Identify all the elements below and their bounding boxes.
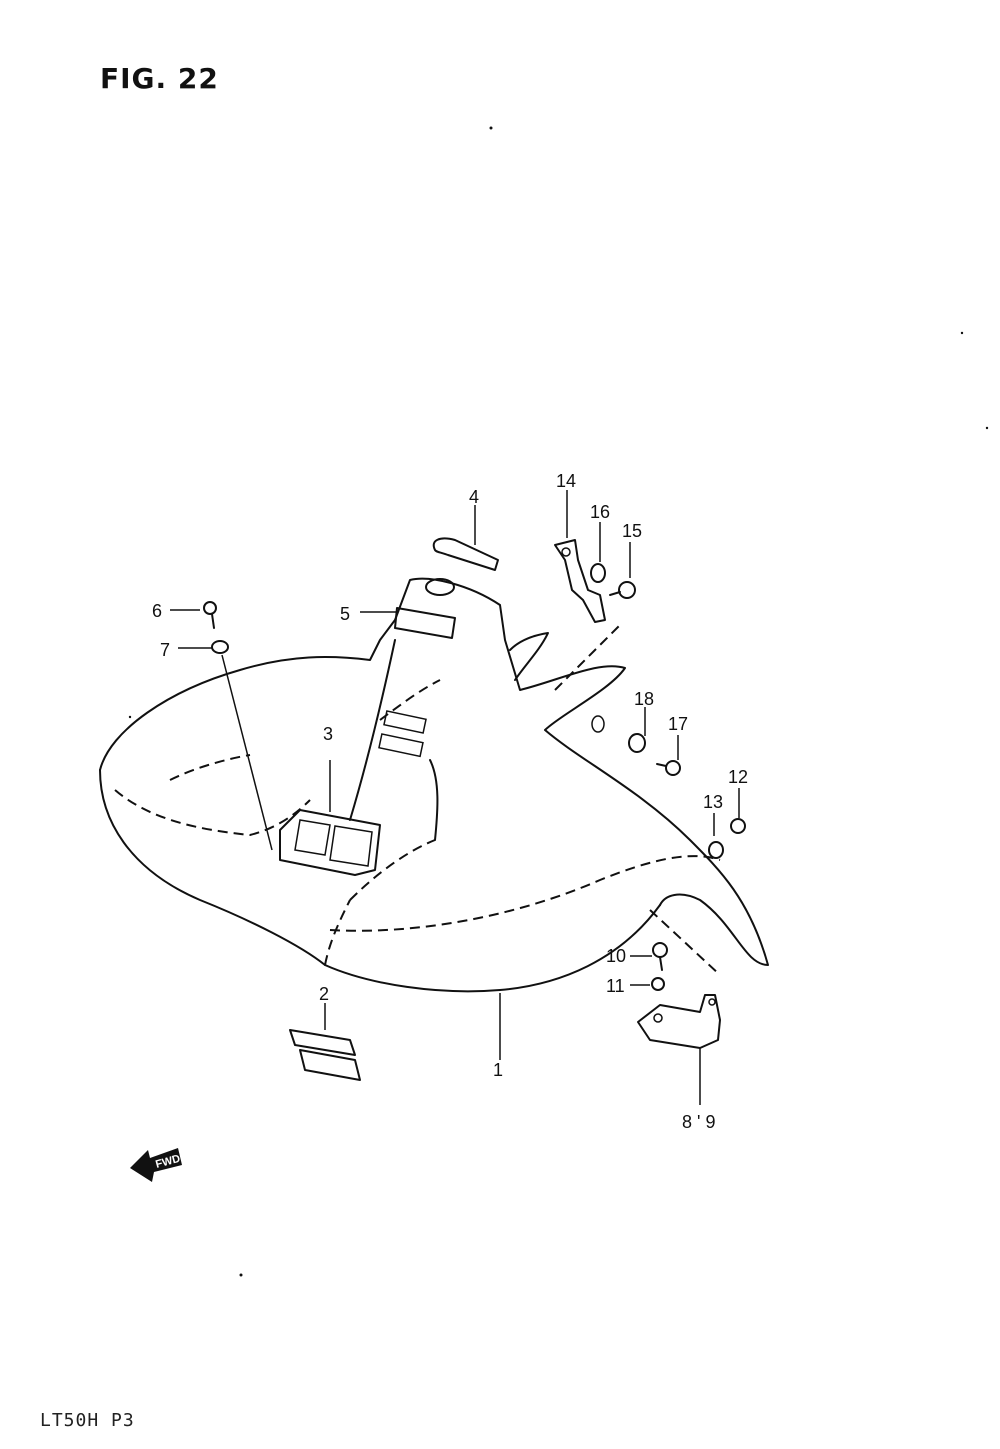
callout-13: 13 — [703, 792, 723, 812]
forward-direction-arrow: FWD — [130, 1148, 182, 1182]
callout-10: 10 — [606, 946, 626, 966]
callout-15: 15 — [622, 521, 642, 541]
nut-part-18 — [591, 707, 646, 753]
callout-6: 6 — [152, 601, 162, 621]
bolt-part-10 — [630, 942, 668, 971]
callout-18: 18 — [634, 689, 654, 709]
decal-part-2 — [289, 1003, 361, 1081]
callout-14: 14 — [556, 471, 576, 491]
callout-17: 17 — [668, 714, 688, 734]
callout-2: 2 — [319, 984, 329, 1004]
nut-part-16 — [590, 522, 606, 583]
bracket-part-14 — [554, 490, 606, 623]
bracket-part-8-9 — [637, 994, 721, 1105]
figure-title: FIG. 22 — [100, 62, 219, 95]
callout-numbers: 1 2 3 4 5 6 7 8 ' 9 10 11 12 13 14 15 16… — [152, 471, 748, 1132]
bolt-part-15 — [609, 542, 636, 599]
callout-1: 1 — [493, 1060, 503, 1080]
callout-3: 3 — [323, 724, 333, 744]
washer-part-7 — [178, 640, 273, 851]
bolt-part-17 — [656, 735, 681, 776]
callout-11: 11 — [606, 976, 625, 996]
scan-specks — [128, 126, 989, 1277]
bolt-part-12 — [730, 788, 746, 834]
label-part-5 — [360, 607, 456, 639]
callout-4: 4 — [469, 487, 479, 507]
screw-part-6 — [170, 601, 217, 629]
callout-7: 7 — [160, 640, 170, 660]
callout-5: 5 — [340, 604, 350, 624]
emblem-part-3 — [279, 760, 381, 876]
callout-8-9: 8 ' 9 — [682, 1112, 715, 1132]
rear-fender-body — [99, 577, 769, 993]
model-code-footer: LT50H P3 — [40, 1410, 135, 1431]
nut-part-11 — [630, 977, 665, 991]
washer-part-13 — [708, 813, 724, 859]
callout-12: 12 — [728, 767, 748, 787]
strip-part-4 — [432, 505, 499, 571]
callout-16: 16 — [590, 502, 610, 522]
